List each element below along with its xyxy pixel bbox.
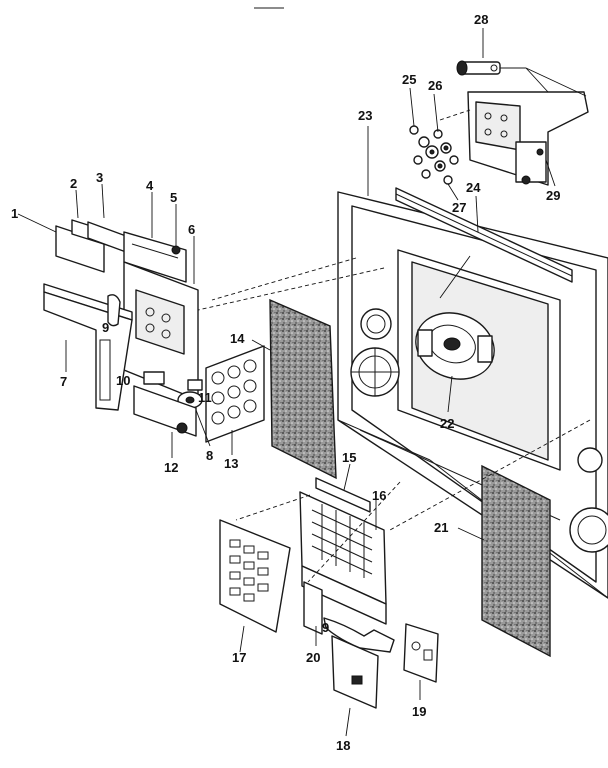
callout-16: 16 <box>372 488 386 503</box>
callout-labels: 1 2 3 4 5 6 7 8 9 9 10 11 12 13 14 15 16… <box>11 12 560 753</box>
callout-4: 4 <box>146 178 154 193</box>
bracket-part-29 <box>467 91 589 186</box>
callout-13: 13 <box>224 456 238 471</box>
callout-24: 24 <box>466 180 481 195</box>
callout-17: 17 <box>232 650 246 665</box>
tube-mount-part-22 <box>415 312 495 380</box>
button-part-11 <box>187 379 203 391</box>
leader-lines <box>17 28 591 737</box>
lower-panel-part-16 <box>299 491 387 625</box>
door-part-18 <box>331 635 379 709</box>
control-block-part-12 <box>133 385 197 437</box>
button-panel-part-13 <box>205 345 265 443</box>
speaker-cloth-part-14 <box>269 298 337 480</box>
bracket-part-20 <box>303 581 395 653</box>
clip-part-9 <box>107 294 121 327</box>
callout-27: 27 <box>452 200 466 215</box>
callout-5: 5 <box>170 190 177 205</box>
callout-6: 6 <box>188 222 195 237</box>
speaker-cloth-part-21 <box>481 464 551 658</box>
callout-7: 7 <box>60 374 67 389</box>
callout-12: 12 <box>164 460 178 475</box>
callout-14: 14 <box>230 331 245 346</box>
callout-3: 3 <box>96 170 103 185</box>
connector-part-28 <box>456 60 526 76</box>
callout-15: 15 <box>342 450 356 465</box>
circuit-board-part-4 <box>123 231 187 283</box>
callout-11: 11 <box>198 390 212 405</box>
callout-19: 19 <box>412 704 426 719</box>
frame-speaker-grille-right <box>569 447 608 553</box>
callout-18: 18 <box>336 738 350 753</box>
callout-28: 28 <box>474 12 488 27</box>
callout-2: 2 <box>70 176 77 191</box>
callout-21: 21 <box>434 520 448 535</box>
callout-25: 25 <box>402 72 416 87</box>
frame-speaker-grille-left <box>350 308 400 397</box>
button-panel-part-17 <box>219 519 291 633</box>
trim-strip-part-15 <box>315 477 371 513</box>
callout-8: 8 <box>206 448 213 463</box>
label-card-part-19 <box>403 623 439 683</box>
callout-29: 29 <box>546 188 560 203</box>
callout-10: 10 <box>116 373 130 388</box>
callout-26: 26 <box>428 78 442 93</box>
screw-part-5 <box>171 245 181 255</box>
top-trim-bar-part-24 <box>395 187 573 283</box>
callout-1: 1 <box>11 206 18 221</box>
main-chassis-part-6 <box>123 261 199 401</box>
hardware-cluster-parts-25-27 <box>409 125 459 185</box>
callout-22: 22 <box>440 416 454 431</box>
callout-9-upper: 9 <box>102 320 109 335</box>
callout-9-lower: 9 <box>322 620 329 635</box>
switch-part-10 <box>143 371 165 385</box>
callout-23: 23 <box>358 108 372 123</box>
callout-20: 20 <box>306 650 320 665</box>
